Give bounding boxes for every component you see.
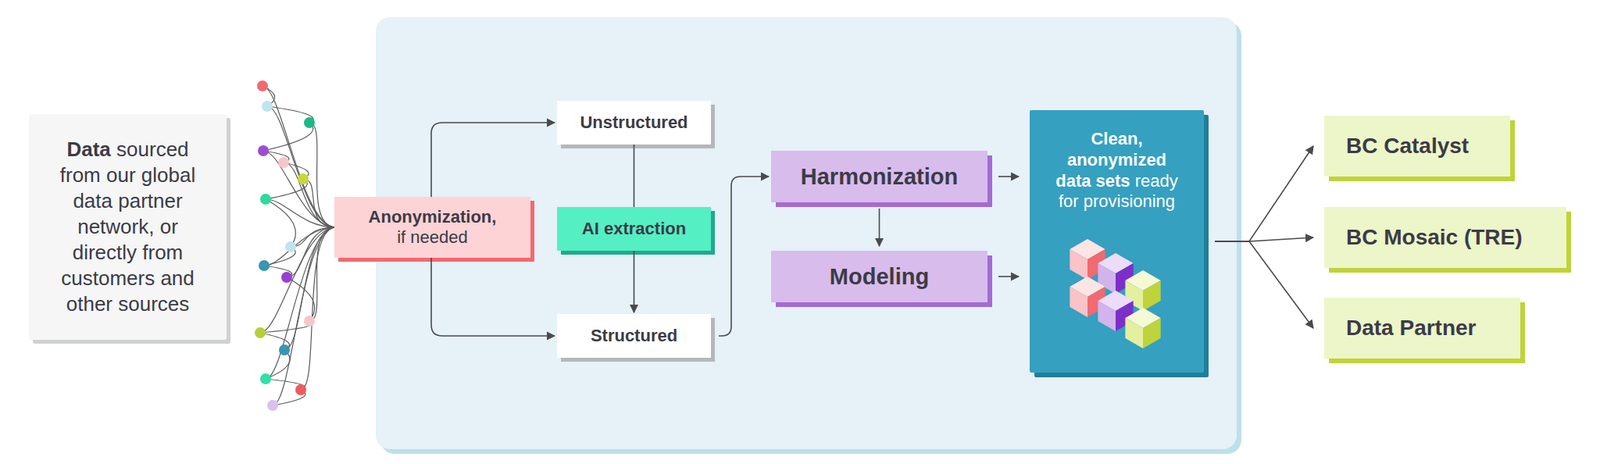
node-heading: Structured: [590, 325, 678, 347]
node-heading: BC Mosaic (TRE): [1346, 225, 1523, 250]
text-flow: Clean, anonymized data sets ready for pr…: [1050, 128, 1184, 213]
strand-line: [262, 85, 336, 228]
data-dot: [297, 173, 309, 185]
destination-box: BC Catalyst: [1324, 115, 1511, 177]
flow-connector: [1214, 146, 1314, 242]
destination-box: BC Mosaic (TRE): [1324, 207, 1567, 268]
data-dot: [285, 241, 297, 253]
strand-line: [286, 227, 336, 278]
flow-connector: [878, 208, 881, 247]
strand-line: [309, 122, 336, 228]
process-box: Structured: [557, 314, 711, 358]
data-dot: [303, 315, 315, 327]
data-dot: [278, 157, 290, 168]
node-heading: Harmonization: [800, 164, 958, 190]
data-dot: [257, 145, 269, 157]
data-dot: [260, 373, 272, 385]
node-heading: Data Partner: [1346, 315, 1477, 341]
data-dot: [254, 327, 266, 339]
flow-connector: [633, 250, 636, 313]
output-box: Clean, anonymized data sets ready for pr…: [1029, 110, 1204, 373]
strand-line: [265, 199, 296, 247]
strand-line: [263, 150, 336, 228]
strand-line: [284, 227, 336, 350]
data-dot: [267, 400, 279, 411]
data-dot: [260, 193, 272, 205]
node-heading: Unstructured: [579, 112, 688, 133]
node-body: if needed: [396, 227, 468, 248]
node-heading: Anonymization,: [368, 207, 497, 228]
strand-line: [303, 178, 336, 228]
destination-box: Data Partner: [1324, 297, 1521, 359]
node-heading: Data: [66, 137, 111, 161]
flow-connector: [1214, 241, 1314, 329]
process-box: Harmonization: [771, 150, 988, 203]
strand-line: [300, 227, 336, 390]
flow-connector: [998, 175, 1019, 178]
strand-line: [283, 162, 336, 228]
data-dot: [295, 384, 307, 396]
source-box: Data sourced from our global data partne…: [28, 114, 227, 340]
data-dot: [261, 100, 273, 112]
process-box: AI extraction: [557, 207, 711, 251]
data-dot: [257, 80, 268, 92]
process-box: Anonymization,if needed: [334, 196, 531, 258]
process-box: Unstructured: [557, 100, 711, 145]
strand-line: [263, 122, 314, 151]
node-heading: BC Catalyst: [1346, 133, 1469, 159]
data-dot: [281, 271, 293, 283]
flow-connector: [431, 257, 555, 336]
strand-line: [272, 227, 336, 406]
flow-connector: [431, 122, 555, 197]
flow-connector: [998, 275, 1019, 278]
strand-line: [265, 227, 336, 379]
flow-connector: [718, 176, 769, 336]
flow-connector: [633, 144, 636, 208]
flow-connector: [1214, 237, 1314, 242]
data-dot: [258, 260, 270, 272]
node-body: sourced from our global data partner net…: [60, 137, 196, 316]
data-dot: [278, 344, 290, 356]
data-dot: [303, 117, 315, 129]
process-box: Modeling: [771, 250, 988, 303]
node-heading: AI extraction: [582, 218, 686, 240]
strand-line: [265, 199, 336, 228]
text-flow: Data sourced from our global data partne…: [49, 136, 207, 318]
node-heading: Modeling: [829, 264, 929, 290]
strand-line: [267, 106, 336, 228]
